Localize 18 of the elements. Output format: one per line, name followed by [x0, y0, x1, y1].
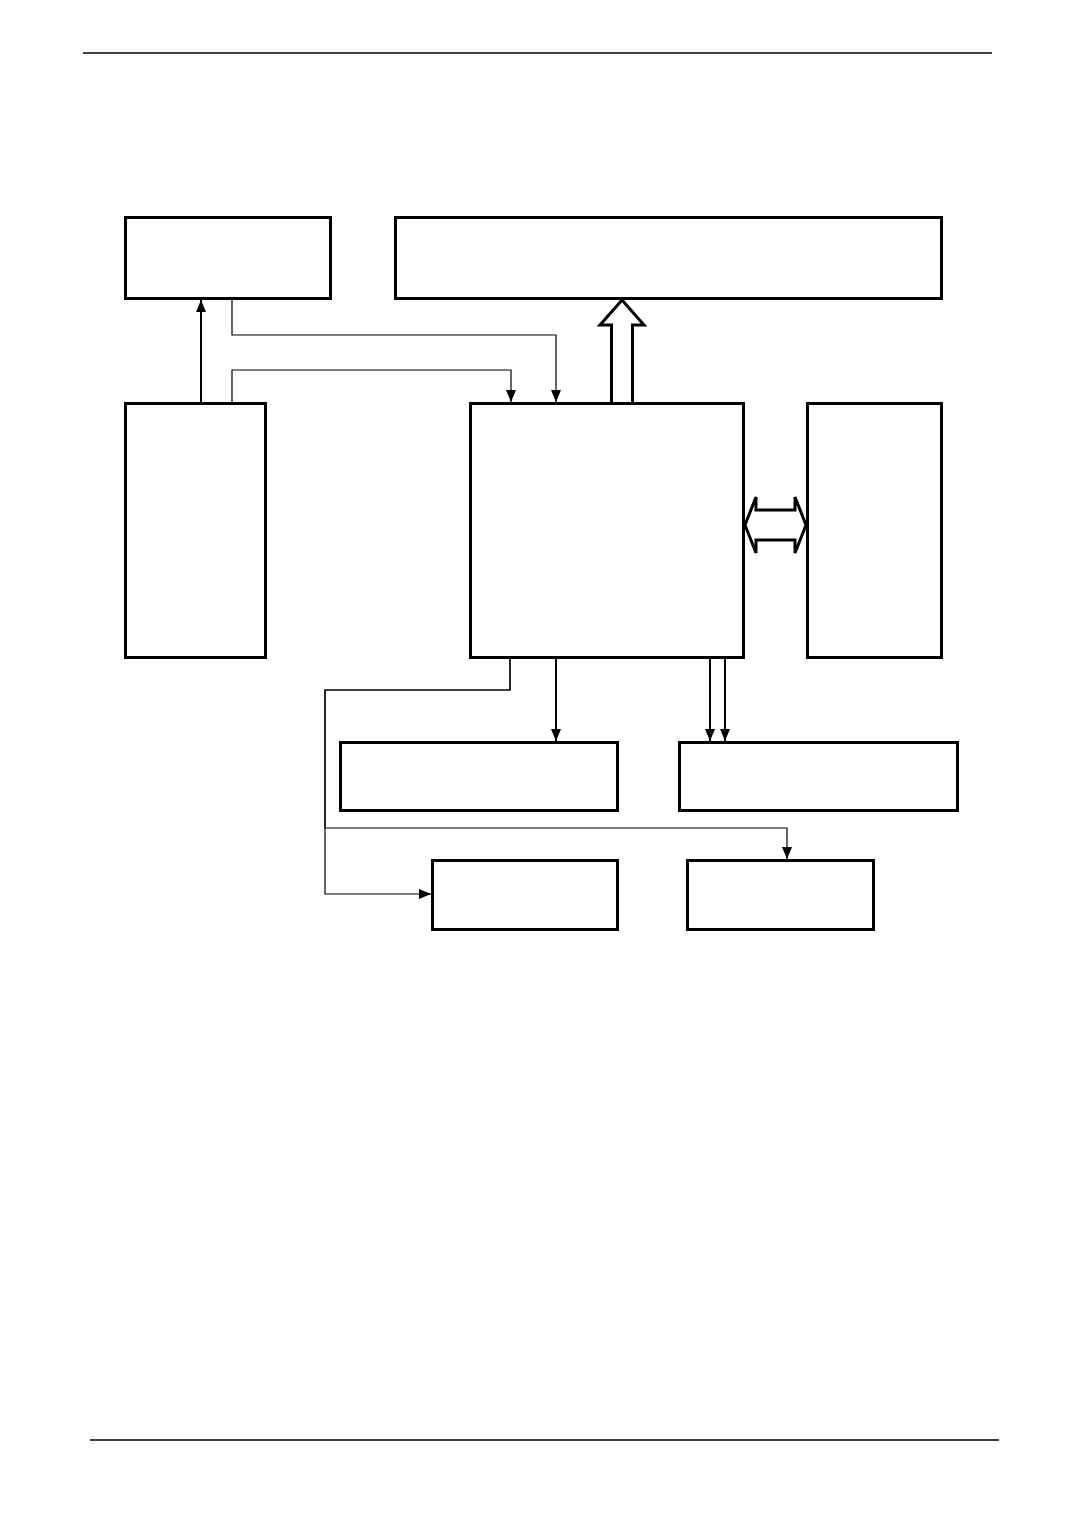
block-box: [678, 741, 959, 812]
arrow: [551, 658, 561, 742]
block-box: [431, 859, 619, 931]
double-block-arrow: [743, 495, 808, 555]
arrow: [196, 299, 206, 403]
block-box: [124, 402, 267, 659]
block-box: [806, 402, 943, 659]
arrow: [705, 658, 715, 742]
block-box: [469, 402, 745, 659]
arrow: [324, 658, 792, 860]
block-box: [339, 741, 619, 812]
block-box: [394, 216, 943, 300]
block-box: [124, 216, 332, 300]
block-box: [686, 859, 875, 931]
block-arrow: [596, 297, 648, 404]
arrow: [231, 369, 516, 403]
arrow: [231, 299, 561, 403]
arrow: [720, 658, 730, 742]
